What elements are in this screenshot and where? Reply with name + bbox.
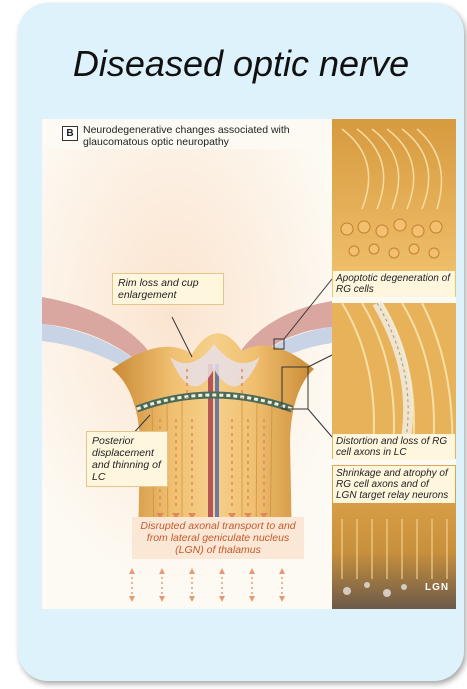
transport-callout: Disrupted axonal transport to and from l… xyxy=(132,517,304,559)
slide-title: Diseased optic nerve xyxy=(18,43,464,85)
optic-nerve-figure: B Neurodegenerative changes associated w… xyxy=(42,119,456,609)
rim-loss-callout: Rim loss and cup enlargement xyxy=(112,273,224,305)
figure-heading: Neurodegenerative changes associated wit… xyxy=(83,124,323,148)
rg-cells-caption: Apoptotic degeneration of RG cells xyxy=(333,271,455,297)
axons-lc-caption: Distortion and loss of RG cell axons in … xyxy=(333,434,455,460)
panel-letter: B xyxy=(62,126,78,141)
lgn-caption: Shrinkage and atrophy of RG cell axons a… xyxy=(333,466,455,503)
posterior-lc-callout: Posterior displacement and thinning of L… xyxy=(86,431,168,487)
lgn-label: LGN xyxy=(425,582,449,593)
slide-card: Diseased optic nerve xyxy=(18,3,464,681)
